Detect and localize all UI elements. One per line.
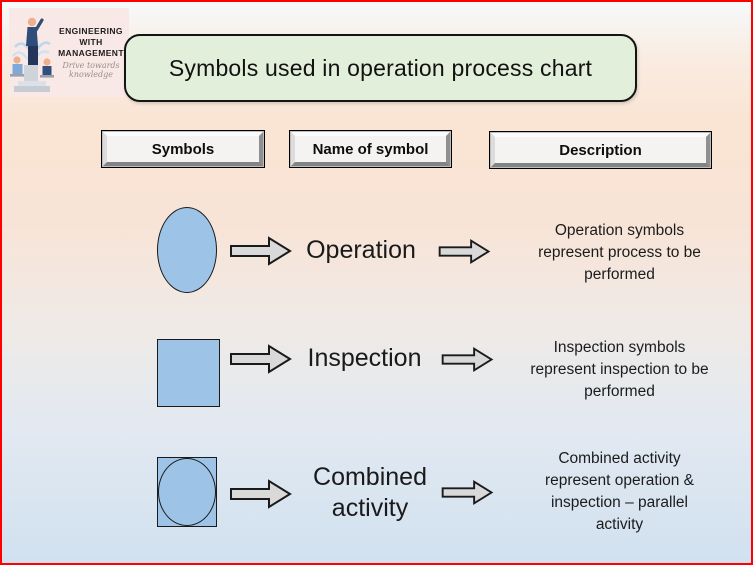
symbol-name-combined-activity: Combined activity xyxy=(313,463,427,522)
inscribed-circle xyxy=(158,458,216,526)
column-header-name-of-symbol: Name of symbol xyxy=(289,130,452,168)
logo-tagline: Drive towards knowledge xyxy=(62,61,120,79)
symbol-name-operation: Operation xyxy=(306,236,416,264)
slide-title-box: Symbols used in operation process chart xyxy=(124,34,637,102)
slide-title: Symbols used in operation process chart xyxy=(168,54,593,81)
description-operation: Operation symbols represent process to b… xyxy=(538,222,701,283)
right-arrow-icon xyxy=(230,344,292,374)
description-inspection: Inspection symbols represent inspection … xyxy=(530,339,709,400)
inspection-rectangle-symbol xyxy=(157,339,220,407)
logo-title-line2: MANAGEMENT xyxy=(58,48,124,58)
logo-title-line1: ENGINEERING WITH xyxy=(59,26,123,47)
symbol-name-inspection: Inspection xyxy=(307,344,422,372)
column-header-name-label: Name of symbol xyxy=(312,140,429,158)
right-arrow-icon xyxy=(230,236,292,266)
right-arrow-icon xyxy=(441,480,494,505)
column-header-description-label: Description xyxy=(559,141,642,159)
column-header-symbols-label: Symbols xyxy=(151,140,215,158)
combined-activity-symbol xyxy=(157,457,217,527)
operation-ellipse-symbol xyxy=(157,207,217,293)
right-arrow-icon xyxy=(441,347,494,372)
column-header-description: Description xyxy=(489,131,712,169)
logo: ENGINEERING WITH MANAGEMENT Drive toward… xyxy=(9,8,129,97)
right-arrow-icon xyxy=(230,479,292,509)
logo-people-illustration-icon xyxy=(10,17,54,92)
description-combined-activity: Combined activity represent operation & … xyxy=(544,450,695,533)
column-header-symbols: Symbols xyxy=(101,130,265,168)
logo-text: ENGINEERING WITH MANAGEMENT Drive toward… xyxy=(55,26,129,79)
right-arrow-icon xyxy=(438,239,491,264)
